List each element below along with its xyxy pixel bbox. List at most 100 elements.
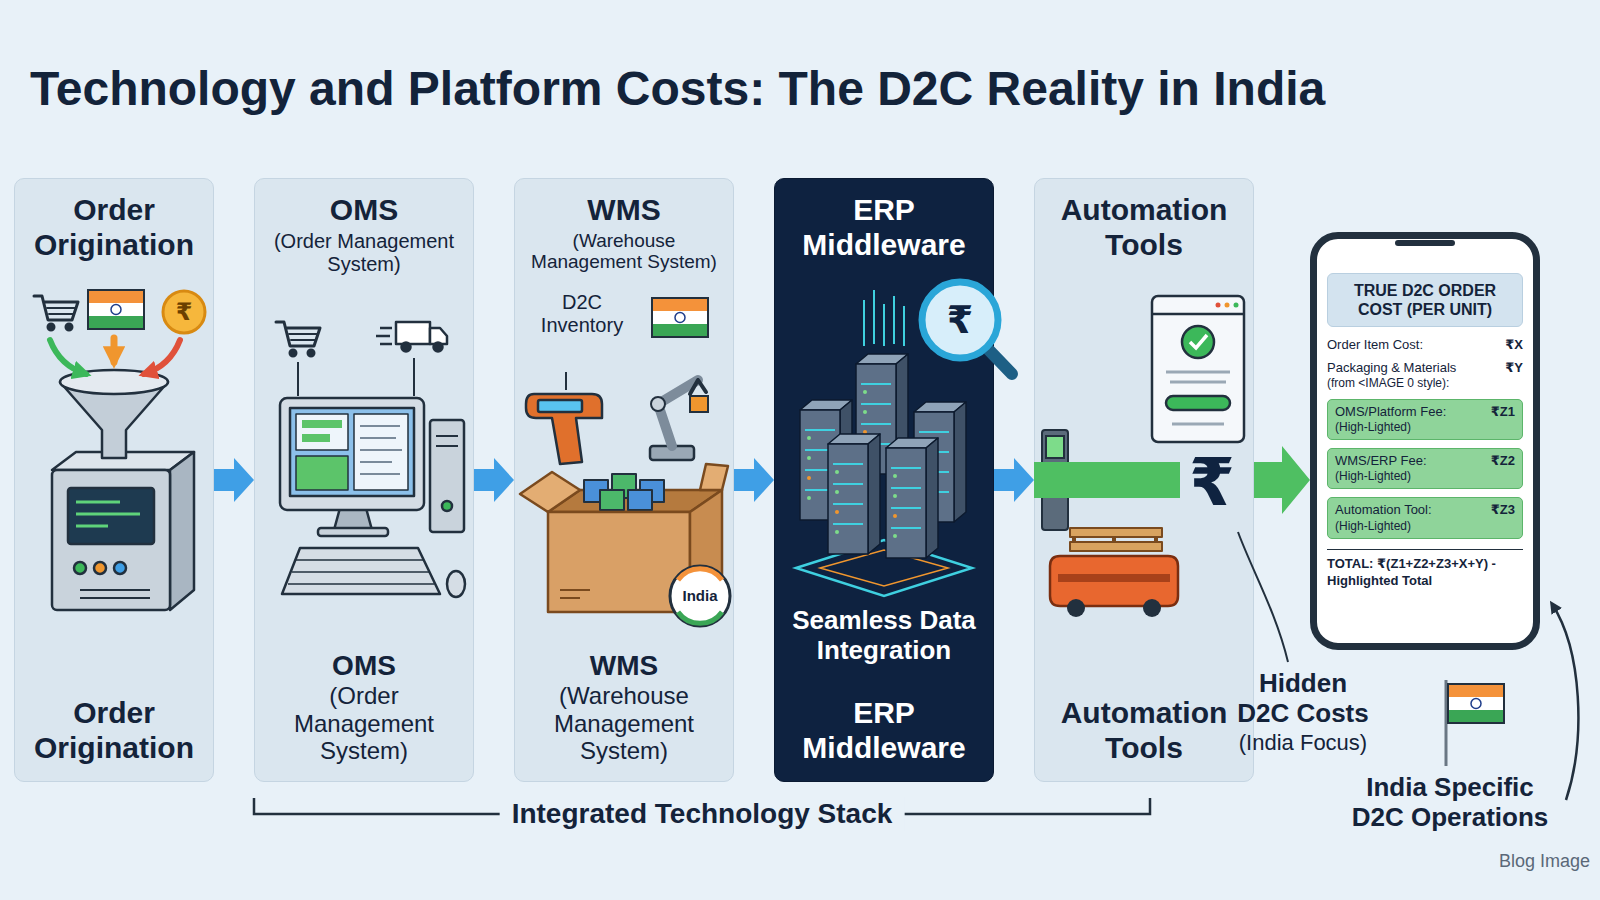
stage-panel: OMS(Order Management System)OMS(Order Ma…: [254, 178, 474, 782]
panel-heading: OMS: [332, 650, 396, 682]
magnifier: [922, 282, 998, 358]
computer: [290, 408, 414, 496]
agv-robot: [1070, 528, 1162, 537]
app-window: [1182, 326, 1214, 358]
fee-label: WMS/ERP Fee:: [1335, 453, 1465, 469]
app-window: [1234, 303, 1239, 308]
rupee-symbol: ₹: [1184, 444, 1240, 520]
computer: [282, 548, 440, 594]
app-window: [1190, 335, 1207, 348]
scan-kiosk: [1046, 436, 1064, 458]
server-stack: [800, 400, 852, 520]
intake-machine: [68, 488, 154, 544]
panel-subheading: (Order Management System): [261, 230, 467, 276]
india-badge: [678, 612, 722, 623]
flow-arrow: [1254, 446, 1310, 514]
phone-frame: Order Item Cost:₹XPackaging & Materials₹…: [1310, 232, 1540, 650]
panel-heading: Automation Tools: [1041, 696, 1247, 765]
agv-robot: [1050, 556, 1178, 606]
server-stack: [856, 354, 908, 474]
panel-heading: OMS: [330, 193, 398, 228]
app-window: [1152, 313, 1244, 316]
fee-label: OMS/Platform Fee:: [1335, 404, 1465, 420]
agv-robot: [1143, 599, 1161, 617]
flow-arrow: [734, 458, 774, 502]
connector-line: [565, 372, 567, 390]
computer: [280, 398, 465, 597]
callout-heading: India Specific D2C Operations: [1340, 772, 1560, 832]
flow-arrow: [214, 458, 254, 502]
panel-subheading: (Warehouse Management System): [521, 230, 727, 274]
connector-line: [298, 358, 414, 396]
badge-label: India: [670, 587, 730, 605]
barcode-scanner: [526, 394, 602, 464]
barcode-scanner: [538, 400, 582, 412]
fee-value: ₹Z3: [1465, 502, 1515, 518]
intake-machine: [114, 562, 126, 574]
robot-arm: [650, 446, 694, 460]
stage-panel: ERP MiddlewareSeamless Data IntegrationE…: [774, 178, 994, 782]
connector-line: [298, 358, 414, 396]
robot-arm: [690, 380, 706, 394]
india-flag: [88, 290, 144, 329]
shipping-box: [520, 472, 580, 512]
truck-icon: [434, 343, 443, 352]
intake-machine: [74, 562, 86, 574]
server-stack: [864, 290, 904, 346]
server-stack: [886, 438, 938, 558]
intake-machine: [52, 452, 194, 610]
india-badge: [670, 566, 730, 626]
cart-icon: [276, 322, 320, 356]
watermark: Blog Image: [1499, 850, 1590, 872]
fee-value: ₹Z1: [1465, 404, 1515, 420]
computer: [360, 426, 402, 474]
panel-subheading: (Order Management System): [261, 682, 467, 765]
leader-line: [1238, 532, 1288, 662]
scan-kiosk: [1042, 430, 1068, 530]
robot-arm: [650, 380, 708, 460]
intake-machine: [52, 452, 194, 470]
flow-band: [1034, 462, 1180, 498]
agv-robot: [1070, 542, 1162, 551]
funnel: [60, 382, 168, 458]
server-stack: [796, 540, 972, 596]
pointer-arrow: [1552, 604, 1578, 800]
fee-note: (High-Lighted): [1335, 519, 1515, 534]
computer: [302, 420, 342, 428]
india-flag: [652, 298, 708, 337]
cart-icon: [276, 322, 320, 356]
cost-value: ₹Y: [1484, 360, 1523, 376]
truck-icon: [430, 328, 447, 344]
cost-line: Packaging & Materials: [1327, 360, 1484, 376]
cost-note: (from <IMAGE 0 style):: [1327, 376, 1523, 391]
leader-line: [1238, 532, 1288, 662]
computer: [334, 508, 372, 530]
intake-machine: [94, 562, 106, 574]
funnel: [60, 370, 168, 458]
fee-row: OMS/Platform Fee:₹Z1(High-Lighted): [1327, 399, 1523, 440]
computer: [280, 398, 424, 510]
connector-line: [565, 372, 567, 390]
inflow-arrows: [111, 338, 118, 362]
app-window: [1152, 296, 1244, 442]
callout-note: (India Focus): [1228, 730, 1378, 756]
phone-notch: [1395, 240, 1455, 246]
shipping-box: [628, 490, 652, 510]
computer: [318, 528, 388, 536]
computer: [447, 571, 465, 597]
computer: [354, 414, 408, 490]
fee-note: (High-Lighted): [1335, 420, 1515, 435]
flow-band: [1034, 462, 1180, 498]
shipping-box: [548, 512, 690, 612]
app-window: [1166, 396, 1230, 410]
robot-arm: [651, 397, 665, 411]
app-window: [1216, 303, 1221, 308]
panel-heading: ERP Middleware: [781, 696, 987, 765]
truck-icon: [396, 322, 430, 344]
fee-note: (High-Lighted): [1335, 469, 1515, 484]
phone-heading: TRUE D2C ORDER COST (PER UNIT): [1334, 281, 1516, 319]
truck-icon: [402, 343, 411, 352]
india-flag: [1445, 680, 1448, 766]
fee-row: Automation Tool:₹Z3(High-Lighted): [1327, 497, 1523, 538]
server-stack: [828, 434, 880, 554]
